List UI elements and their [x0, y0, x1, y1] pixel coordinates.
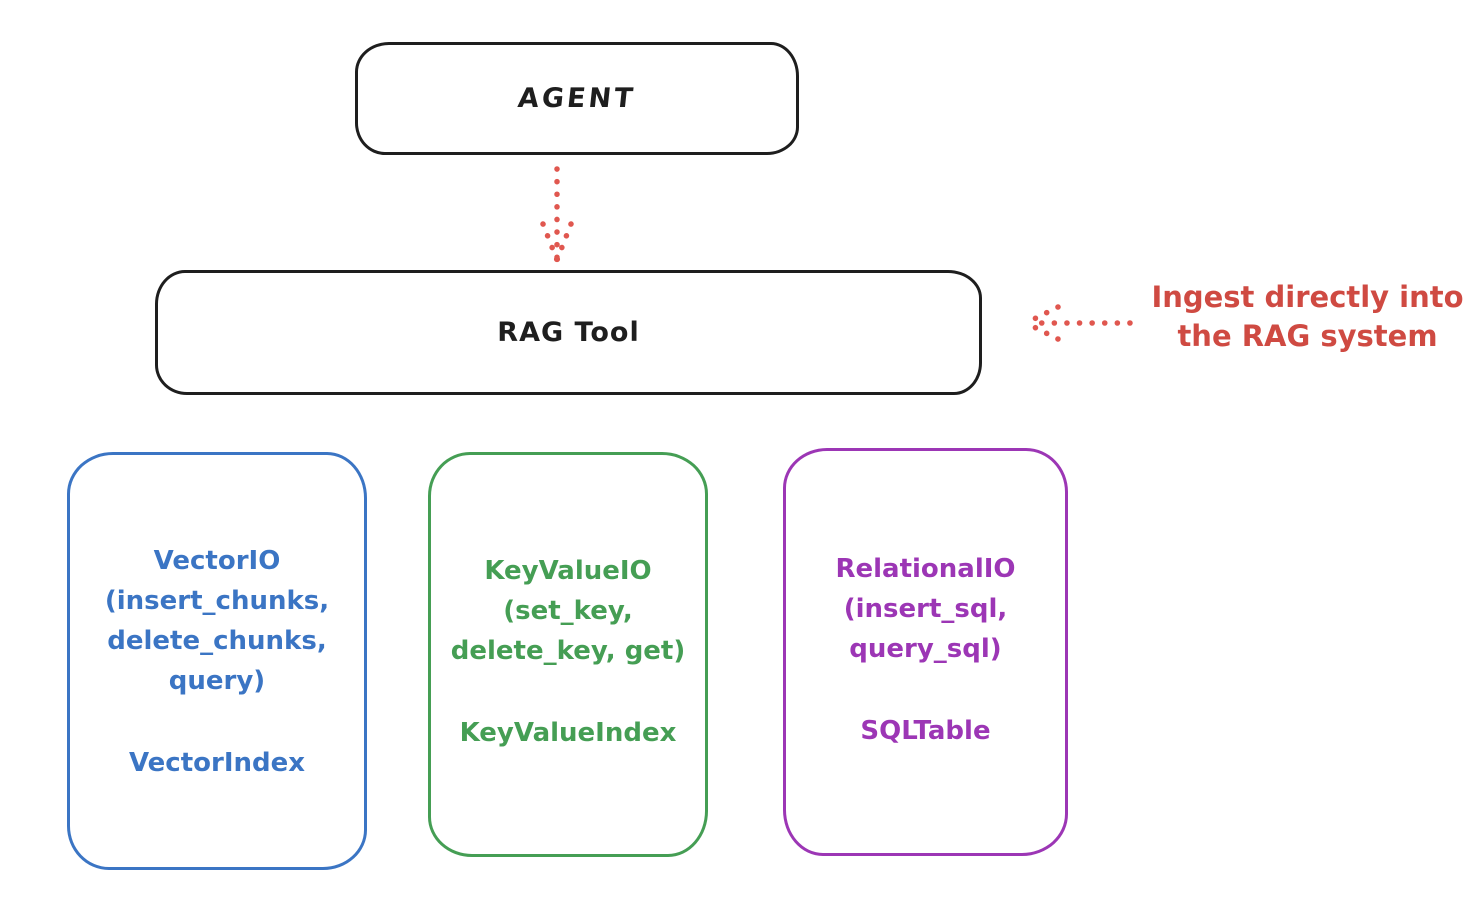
agent-box-label: AGENT: [516, 83, 638, 114]
agent-box: AGENT: [355, 42, 799, 155]
relational-io-box: RelationalIO (insert_sql, query_sql) SQL…: [783, 448, 1068, 856]
vector-io-box: VectorIO (insert_chunks, delete_chunks, …: [67, 452, 367, 870]
ingest-annotation: Ingest directly into the RAG system: [1151, 280, 1464, 353]
dotted-left-arrow-icon: [1023, 304, 1133, 342]
relational-io-methods: RelationalIO (insert_sql, query_sql): [835, 554, 1016, 664]
vector-index-label: VectorIndex: [128, 748, 306, 778]
rag-tool-box: RAG Tool: [155, 270, 982, 395]
arrow-ingest-to-rag-tool: [1018, 302, 1136, 344]
rag-tool-box-label: RAG Tool: [497, 317, 640, 348]
dotted-down-arrow-icon: [540, 166, 574, 263]
keyvalue-index-label: KeyValueIndex: [459, 718, 677, 748]
arrow-agent-to-rag-tool: [535, 166, 579, 266]
keyvalue-io-box: KeyValueIO (set_key, delete_key, get) Ke…: [428, 452, 708, 857]
vector-io-methods: VectorIO (insert_chunks, delete_chunks, …: [104, 546, 330, 696]
keyvalue-io-methods: KeyValueIO (set_key, delete_key, get): [450, 556, 686, 666]
sql-table-label: SQLTable: [860, 716, 991, 746]
